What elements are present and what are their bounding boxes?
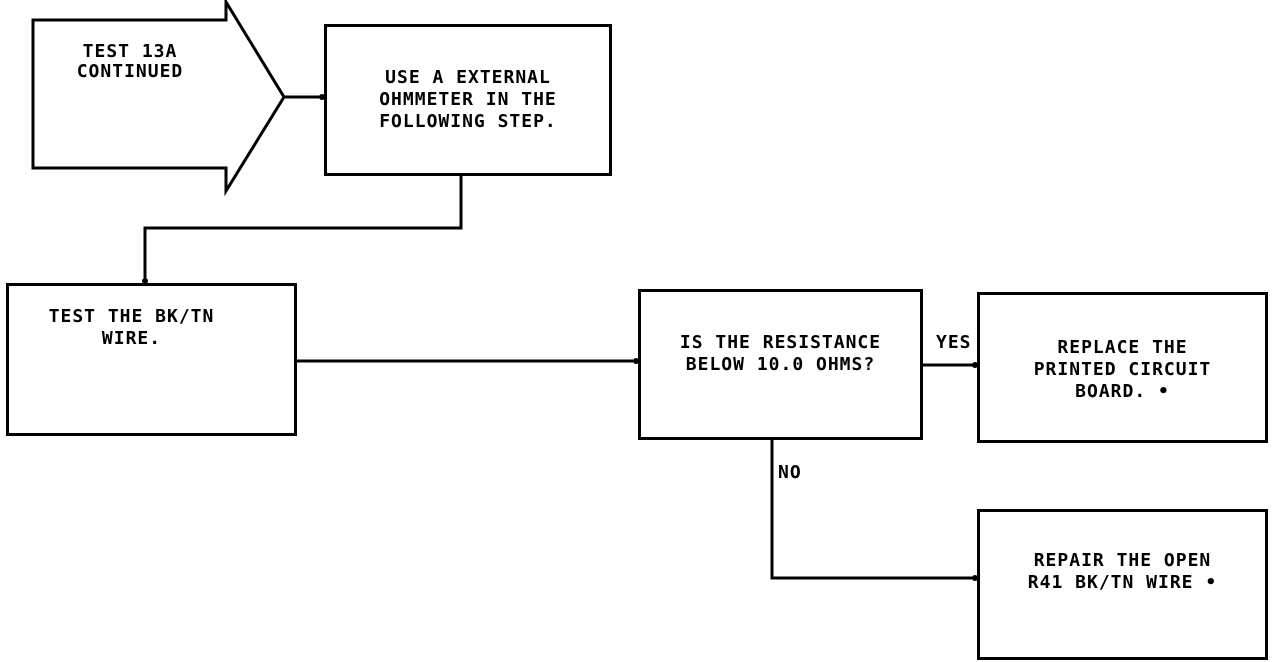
decision-resistance-below-10-ohms: IS THE RESISTANCE BELOW 10.0 OHMS? xyxy=(638,289,923,440)
start-label: TEST 13A CONTINUED xyxy=(76,41,184,82)
yes-label: YES xyxy=(936,332,972,353)
connector-ohmmeter-to-test-wire xyxy=(143,175,463,283)
connector-dot xyxy=(633,358,639,364)
result-repair-open-r41-wire: REPAIR THE OPEN R41 BK/TN WIRE • xyxy=(977,509,1268,660)
connector-dot xyxy=(319,94,325,100)
connector-dot xyxy=(972,362,978,368)
step-test-bk-tn-wire: TEST THE BK/TN WIRE. xyxy=(6,283,297,436)
step-use-ohmmeter: USE A EXTERNAL OHMMETER IN THE FOLLOWING… xyxy=(324,24,612,176)
start-arrow-shape xyxy=(31,0,286,197)
connector-dot xyxy=(142,278,148,284)
connector-no xyxy=(770,439,977,580)
connector-dot xyxy=(972,575,978,581)
no-label: NO xyxy=(778,462,802,483)
result-replace-printed-circuit-board: REPLACE THE PRINTED CIRCUIT BOARD. • xyxy=(977,292,1268,443)
